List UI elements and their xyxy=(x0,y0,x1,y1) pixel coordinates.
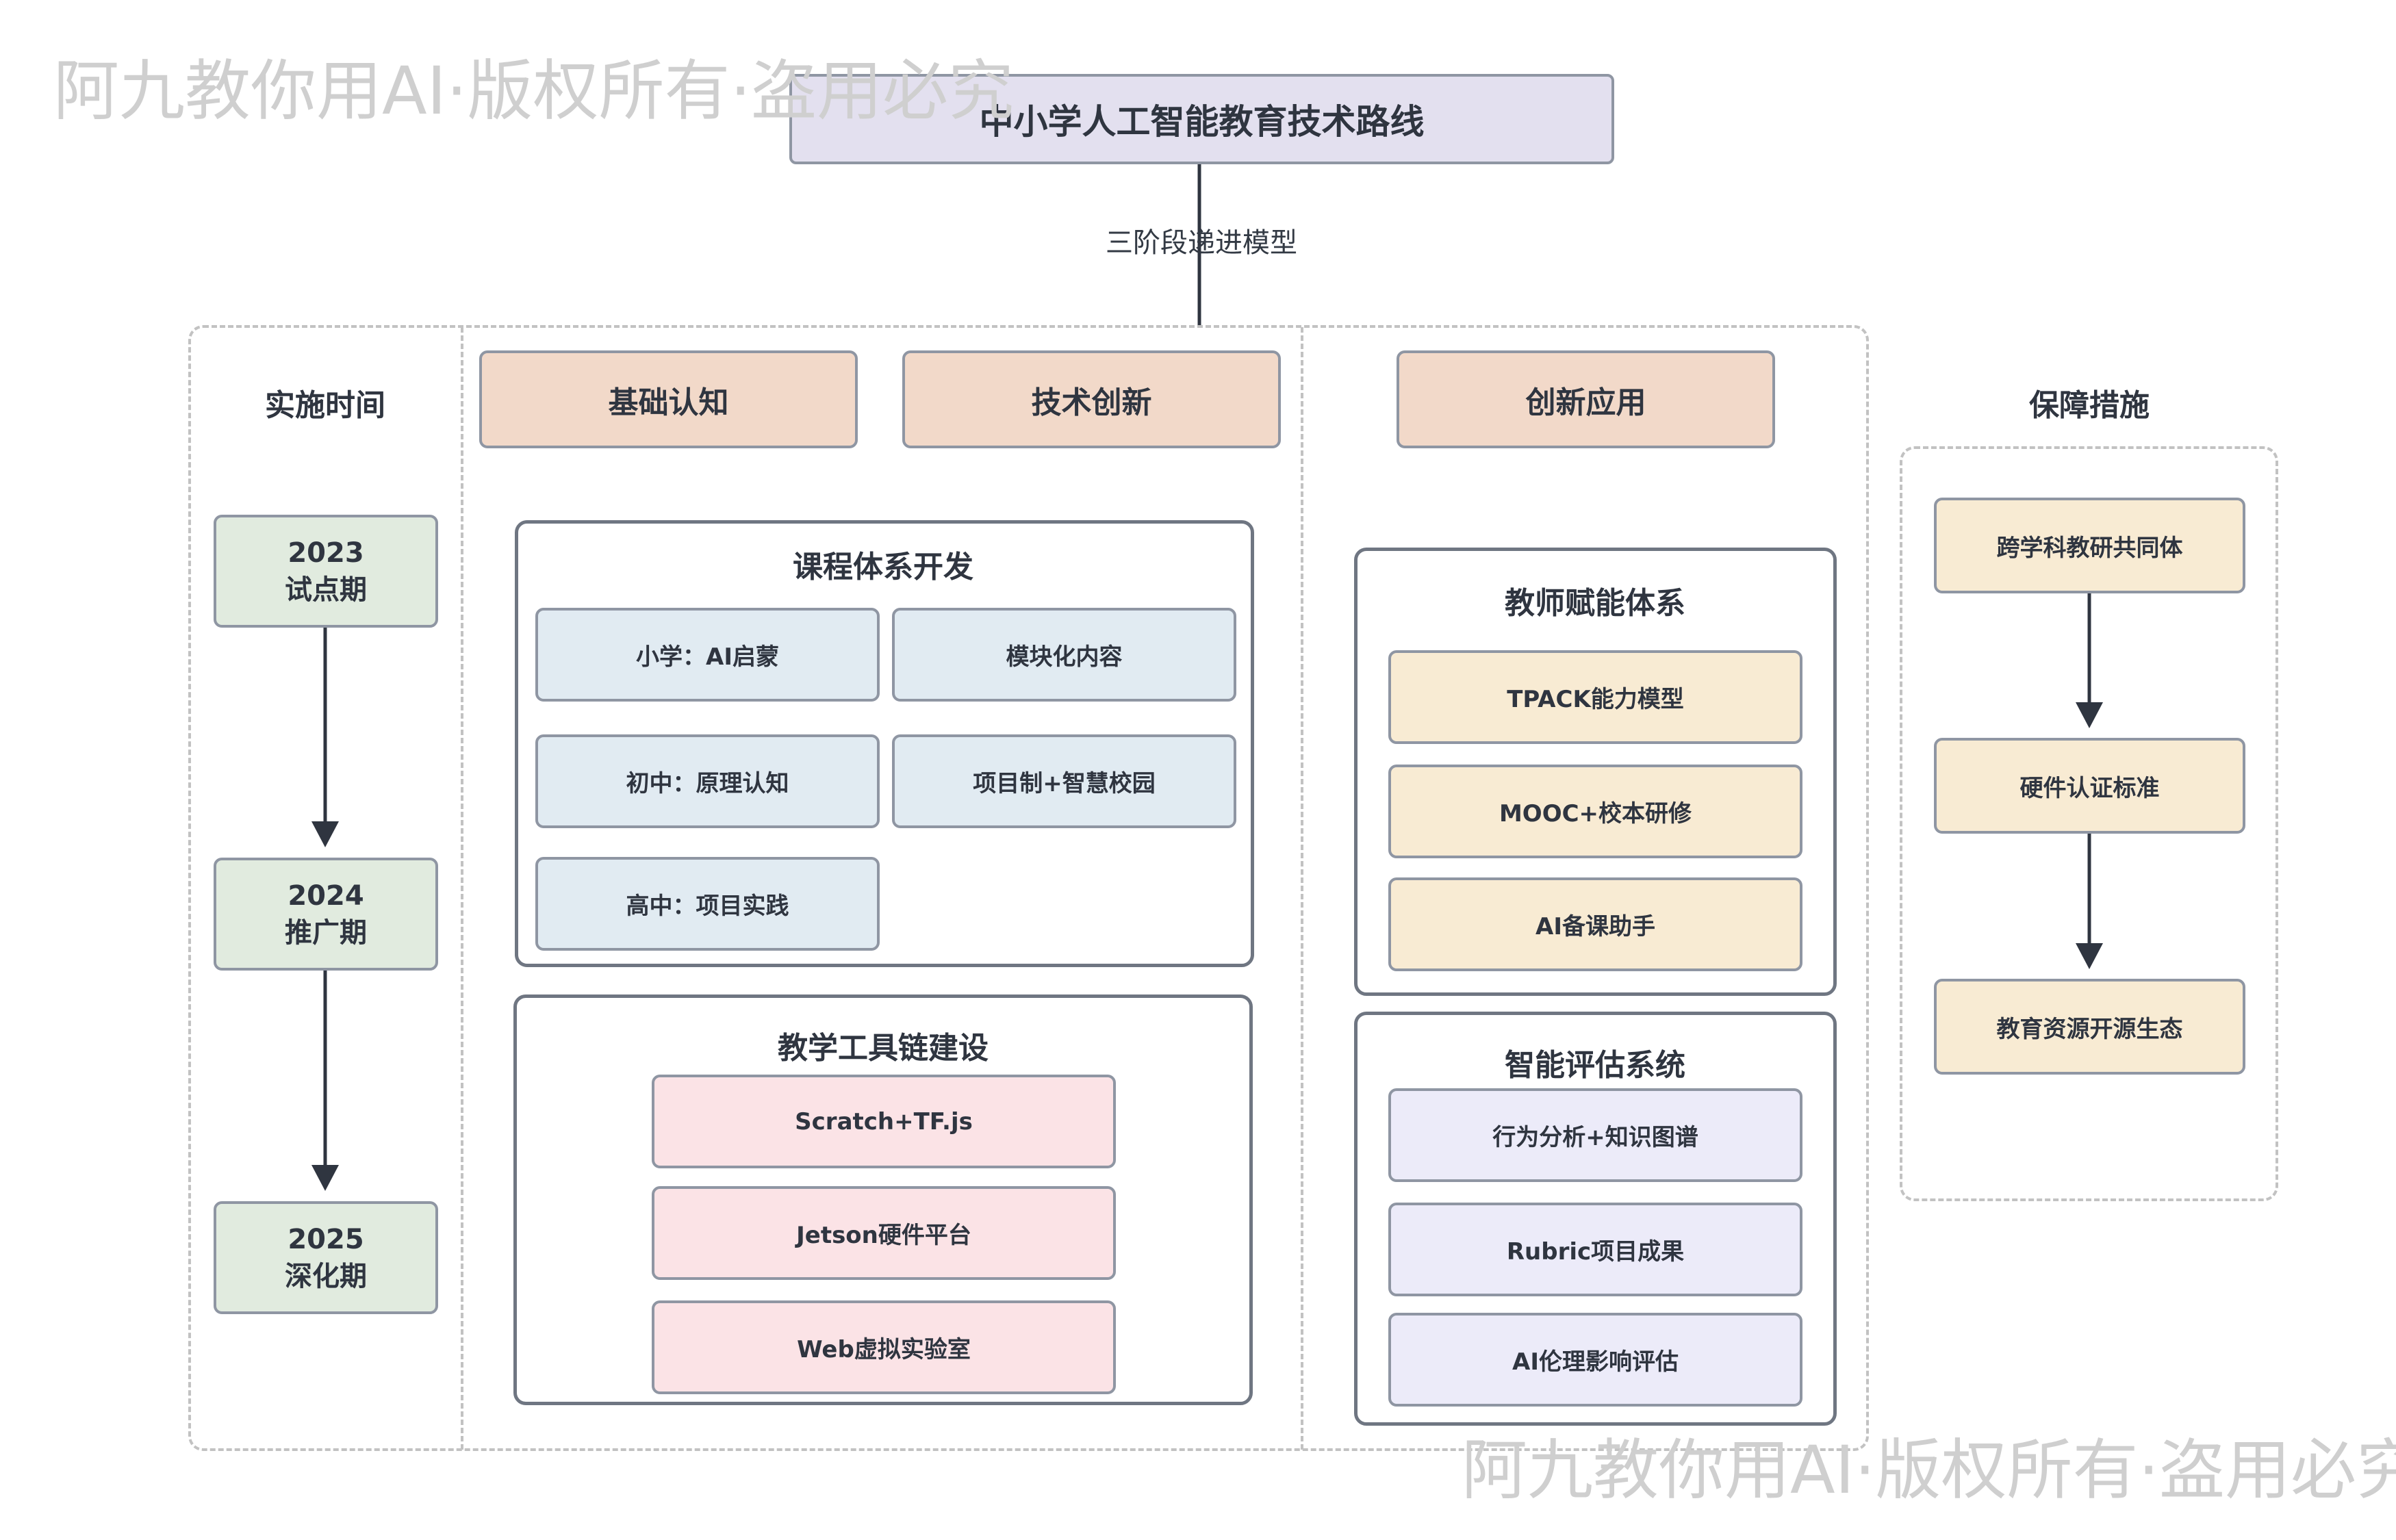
timeline-item-2024: 2024 推广期 xyxy=(214,858,438,971)
timeline-heading: 实施时间 xyxy=(265,388,385,423)
timeline-item-2025: 2025 深化期 xyxy=(214,1201,438,1314)
timeline-year: 2024 xyxy=(288,880,364,912)
timeline-phase: 深化期 xyxy=(285,1260,367,1292)
toolchain-item-jetson: Jetson硬件平台 xyxy=(652,1186,1116,1280)
model-label: 三阶段递进模型 xyxy=(1106,227,1297,259)
timeline-phase: 推广期 xyxy=(285,916,367,949)
timeline-item-2023: 2023 试点期 xyxy=(214,515,438,628)
evaluation-item-ethics: AI伦理影响评估 xyxy=(1388,1313,1802,1407)
curriculum-heading: 课程体系开发 xyxy=(793,550,973,585)
support-heading: 保障措施 xyxy=(2029,388,2150,423)
support-item-community: 跨学科教研共同体 xyxy=(1934,498,2245,593)
divider-time-column xyxy=(461,327,463,1450)
arrow-2024-2025 xyxy=(311,1165,339,1191)
main-group-border xyxy=(188,325,1869,1451)
arrow-2023-2024 xyxy=(311,821,339,847)
evaluation-heading: 智能评估系统 xyxy=(1505,1048,1685,1083)
curriculum-item-modular: 模块化内容 xyxy=(892,608,1236,702)
evaluation-item-behavior: 行为分析+知识图谱 xyxy=(1388,1088,1802,1182)
evaluation-item-rubric: Rubric项目成果 xyxy=(1388,1203,1802,1296)
arrow-support-1-2 xyxy=(2076,702,2103,728)
stage-basic: 基础认知 xyxy=(479,350,858,448)
support-item-opensource: 教育资源开源生态 xyxy=(1934,979,2245,1075)
toolchain-item-weblab: Web虚拟实验室 xyxy=(652,1300,1116,1394)
toolchain-item-scratch: Scratch+TF.js xyxy=(652,1075,1116,1168)
teacher-item-assistant: AI备课助手 xyxy=(1388,877,1802,971)
timeline-phase: 试点期 xyxy=(285,574,367,606)
stage-tech: 技术创新 xyxy=(902,350,1281,448)
arrow-support-2-3 xyxy=(2076,943,2103,969)
teacher-item-tpack: TPACK能力模型 xyxy=(1388,650,1802,744)
timeline-year: 2023 xyxy=(288,537,364,569)
stage-apply: 创新应用 xyxy=(1397,350,1775,448)
diagram-title: 中小学人工智能教育技术路线 xyxy=(789,74,1614,164)
watermark-bottom: 阿九教你用AI·版权所有·盗用必究 xyxy=(1462,1432,2396,1509)
curriculum-item-primary: 小学：AI启蒙 xyxy=(535,608,880,702)
watermark-top: 阿九教你用AI·版权所有·盗用必究 xyxy=(53,53,1015,129)
support-item-hardware: 硬件认证标准 xyxy=(1934,738,2245,834)
curriculum-item-high: 高中：项目实践 xyxy=(535,857,880,951)
toolchain-heading: 教学工具链建设 xyxy=(778,1031,989,1066)
teacher-heading: 教师赋能体系 xyxy=(1505,586,1685,621)
timeline-year: 2025 xyxy=(288,1223,364,1255)
curriculum-item-project: 项目制+智慧校园 xyxy=(892,734,1236,828)
teacher-item-mooc: MOOC+校本研修 xyxy=(1388,765,1802,858)
divider-stage-column xyxy=(1301,327,1303,1450)
support-group-border xyxy=(1900,446,2278,1201)
curriculum-item-middle: 初中：原理认知 xyxy=(535,734,880,828)
